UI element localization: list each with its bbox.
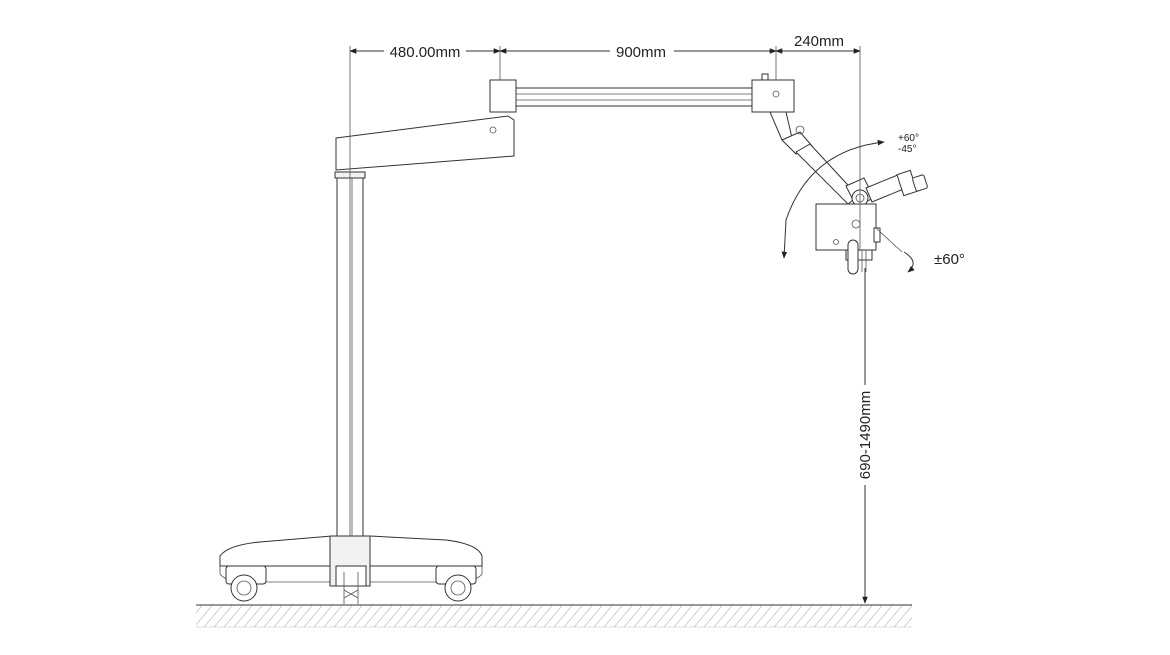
dimension-height-range: 690-1490mm bbox=[856, 268, 874, 604]
mobile-base bbox=[219, 535, 483, 604]
caster-right bbox=[435, 565, 477, 602]
horizontal-arm bbox=[489, 73, 795, 113]
tilt-down-label: -45° bbox=[898, 144, 916, 155]
tilt-up-label: +60° bbox=[898, 133, 919, 144]
suspension-arm bbox=[769, 111, 859, 205]
dimension-arm-length: 900mm bbox=[499, 42, 777, 80]
swing-rotation-indicator: ±60° bbox=[875, 227, 965, 273]
caster-left bbox=[225, 565, 267, 602]
floor bbox=[196, 604, 912, 628]
dimension-label-height-range: 690-1490mm bbox=[857, 391, 874, 479]
dimension-label-column-offset: 480.00mm bbox=[390, 44, 461, 61]
dimension-label-head-offset: 240mm bbox=[794, 33, 844, 50]
lower-arm-housing bbox=[335, 115, 515, 171]
tilt-rotation-indicator: +60° -45° bbox=[781, 133, 919, 259]
swing-label: ±60° bbox=[934, 251, 965, 268]
caster-center bbox=[335, 565, 367, 604]
dimension-label-arm-length: 900mm bbox=[616, 44, 666, 61]
dimension-column-offset: 480.00mm bbox=[349, 42, 501, 536]
